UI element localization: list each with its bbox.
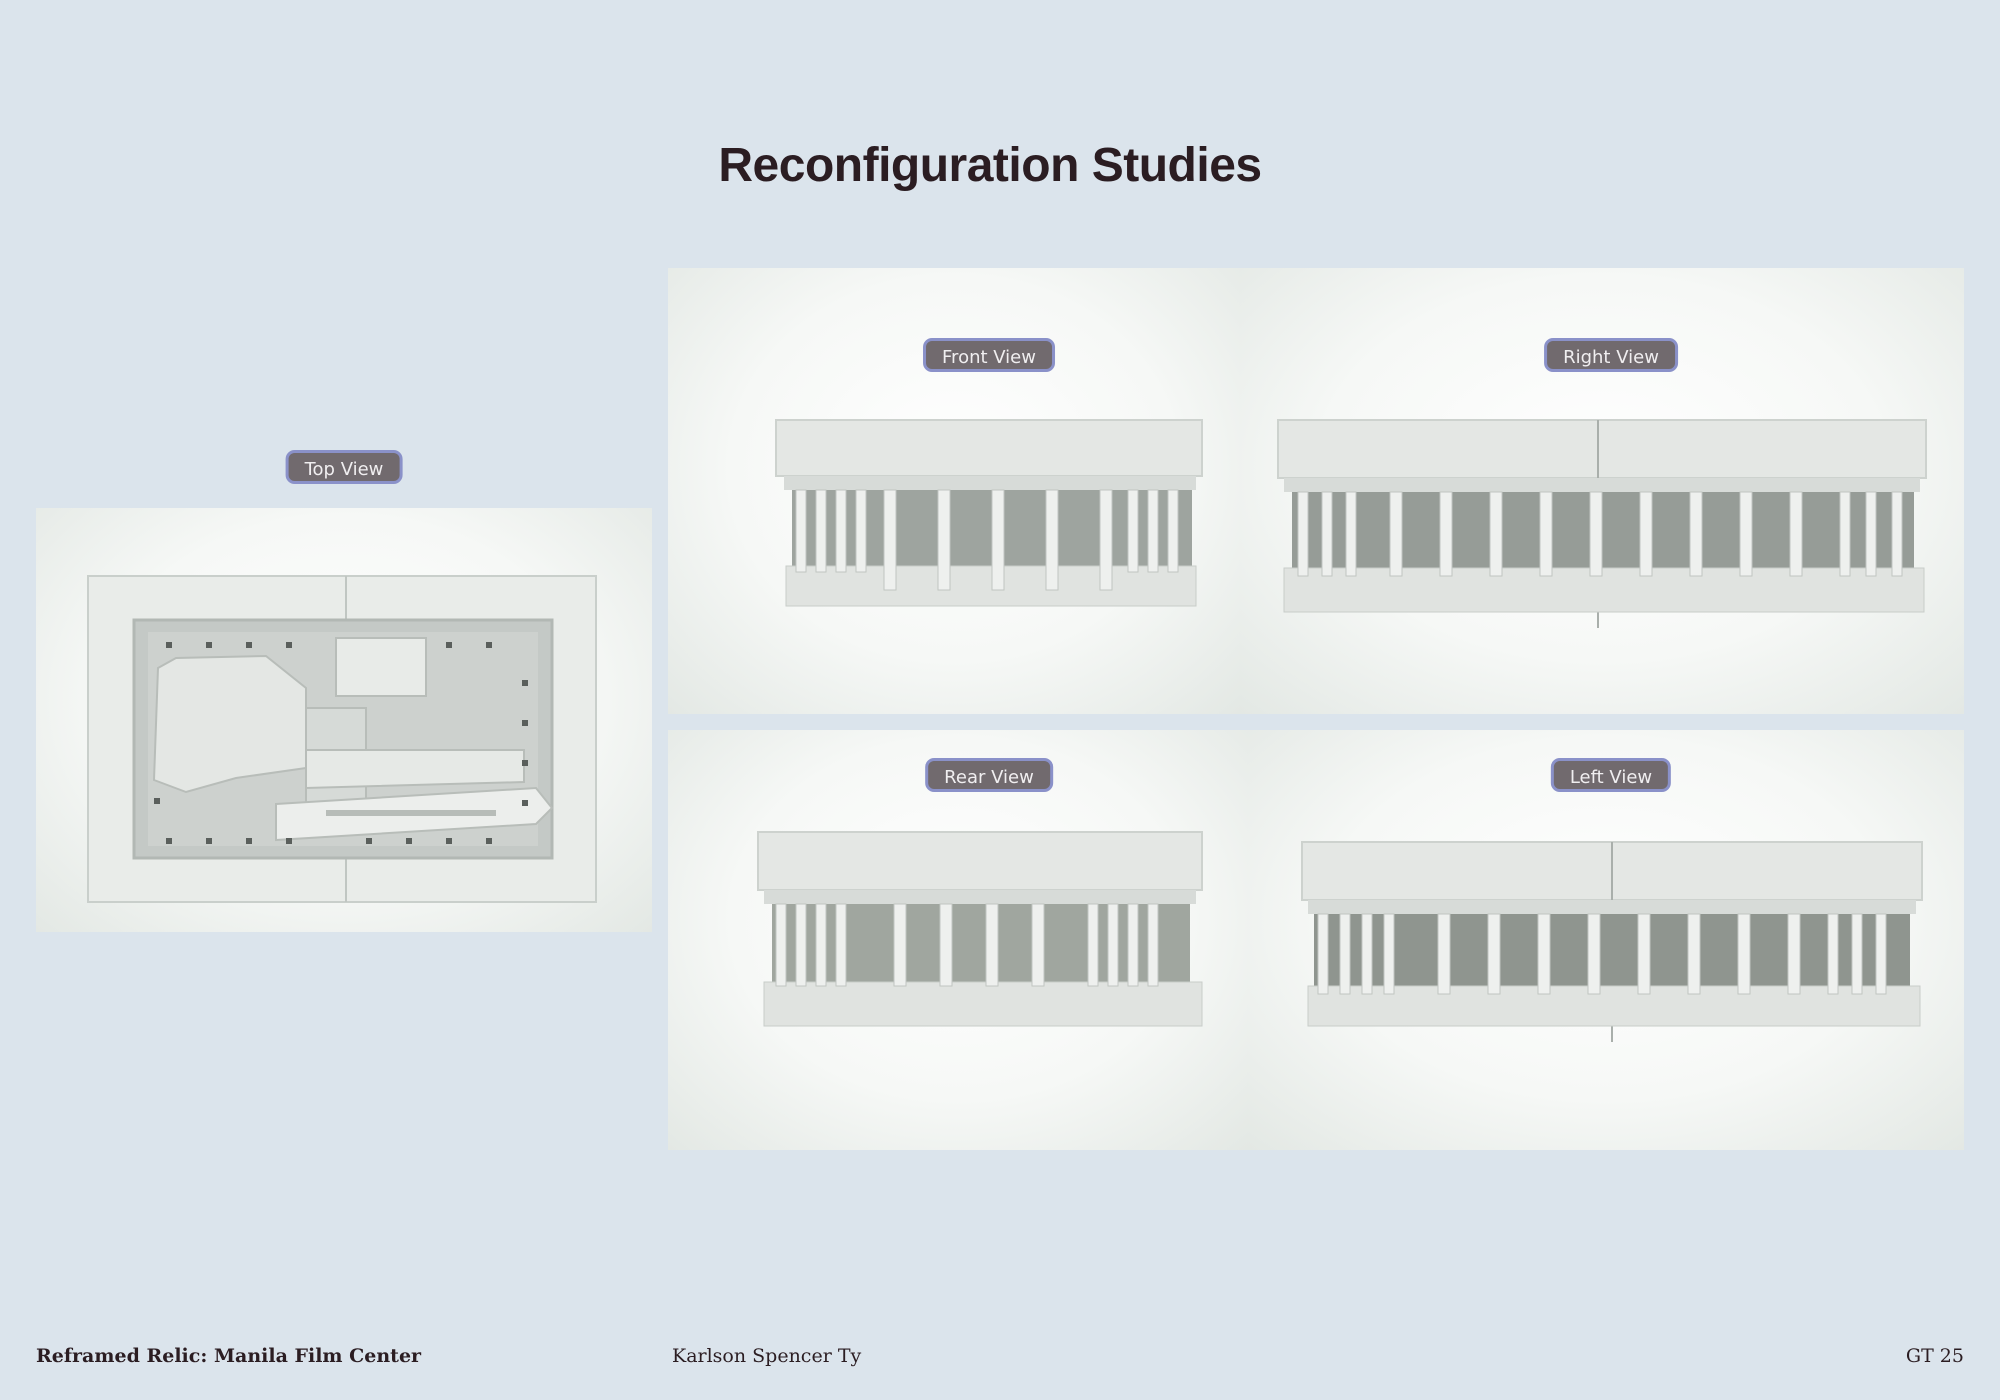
right-view-label: Right View [1544,338,1678,372]
right-view-photo [1240,268,1964,714]
page-title: Reconfiguration Studies [718,139,1262,192]
front-view-photo [668,268,1240,714]
front-view-model-drawing [775,419,1203,607]
footer-page-number: GT 25 [1905,1345,1964,1367]
rear-view-photo [668,730,1248,1150]
left-view-photo [1248,730,1964,1150]
left-view-label: Left View [1550,758,1672,792]
left-view-model-drawing [1301,841,1923,1042]
rear-view-model-drawing [757,831,1203,1027]
right-view-model-drawing [1277,419,1927,628]
top-view-model-drawing [87,575,597,903]
footer-author: Karlson Spencer Ty [672,1345,862,1367]
top-view-photo [36,508,652,932]
front-view-label: Front View [923,338,1055,372]
rear-view-label: Rear View [925,758,1053,792]
top-view-label: Top View [285,450,403,484]
footer-project-title: Reframed Relic: Manila Film Center [36,1345,422,1367]
